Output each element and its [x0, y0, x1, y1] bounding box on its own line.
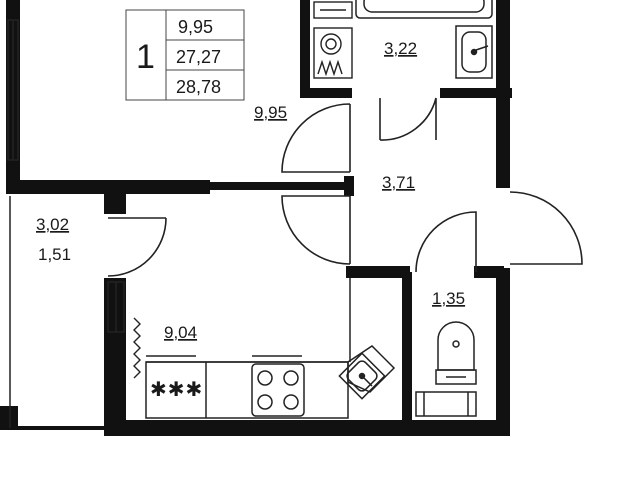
wall-bath-bottom-left: [300, 88, 352, 98]
wall-kitchen-left-top: [104, 194, 126, 214]
room-area-balcony-reduced: 1,51: [38, 245, 71, 264]
room-area-kitchen: 9,04: [164, 323, 197, 342]
wall-bath-left: [300, 0, 310, 92]
washbasin-icon: [455, 25, 493, 79]
room-area-hallway: 3,71: [382, 173, 415, 192]
room-count: 1: [136, 38, 155, 76]
door-swing-icon: [107, 217, 167, 277]
door-swing-icon: [509, 191, 583, 265]
room-area-toilet: 1,35: [432, 289, 465, 308]
wall-hall-bottom: [346, 266, 410, 278]
room-area-balcony: 3,02: [36, 215, 69, 234]
doors: [107, 97, 583, 277]
room-area-bathroom: 3,22: [384, 39, 417, 58]
door-swing-icon: [281, 195, 351, 265]
stove-icon: [251, 363, 305, 417]
wall-toilet-top: [474, 266, 504, 278]
wall-living-kitchen-right: [210, 182, 350, 190]
wall-kitchen-toilet: [402, 272, 412, 422]
wall-balcony-bottom: [0, 426, 104, 430]
summary-net-area: 27,27: [176, 47, 221, 67]
wall-right-top: [496, 0, 510, 188]
door-swing-icon: [379, 97, 437, 141]
summary-living-area: 9,95: [178, 17, 213, 37]
wall-balcony-stub: [0, 406, 18, 430]
toilet-icon: [415, 321, 477, 417]
door-swing-icon: [281, 103, 351, 173]
area-summary-table: [125, 9, 245, 101]
wall-stub-hall: [344, 176, 354, 196]
thin-lines: [7, 19, 396, 428]
wall-right-bottom: [496, 268, 510, 436]
wall-living-kitchen: [6, 180, 210, 194]
wall-bath-bottom-right: [440, 88, 512, 98]
door-swing-icon: [415, 211, 477, 273]
counter-symbol: ✱✱✱: [150, 379, 203, 401]
room-area-living: 9,95: [254, 103, 287, 122]
walls: [0, 0, 512, 436]
kitchen-counter-base: [145, 361, 349, 419]
washing-machine-icon: [313, 1, 353, 79]
wall-kitchen-left: [104, 278, 126, 436]
radiator-icon: [133, 317, 141, 379]
wall-bottom: [104, 420, 510, 436]
bathtub-icon: [355, 0, 493, 19]
summary-total-area: 28,78: [176, 77, 221, 97]
kitchen-sink-icon: [338, 352, 386, 400]
